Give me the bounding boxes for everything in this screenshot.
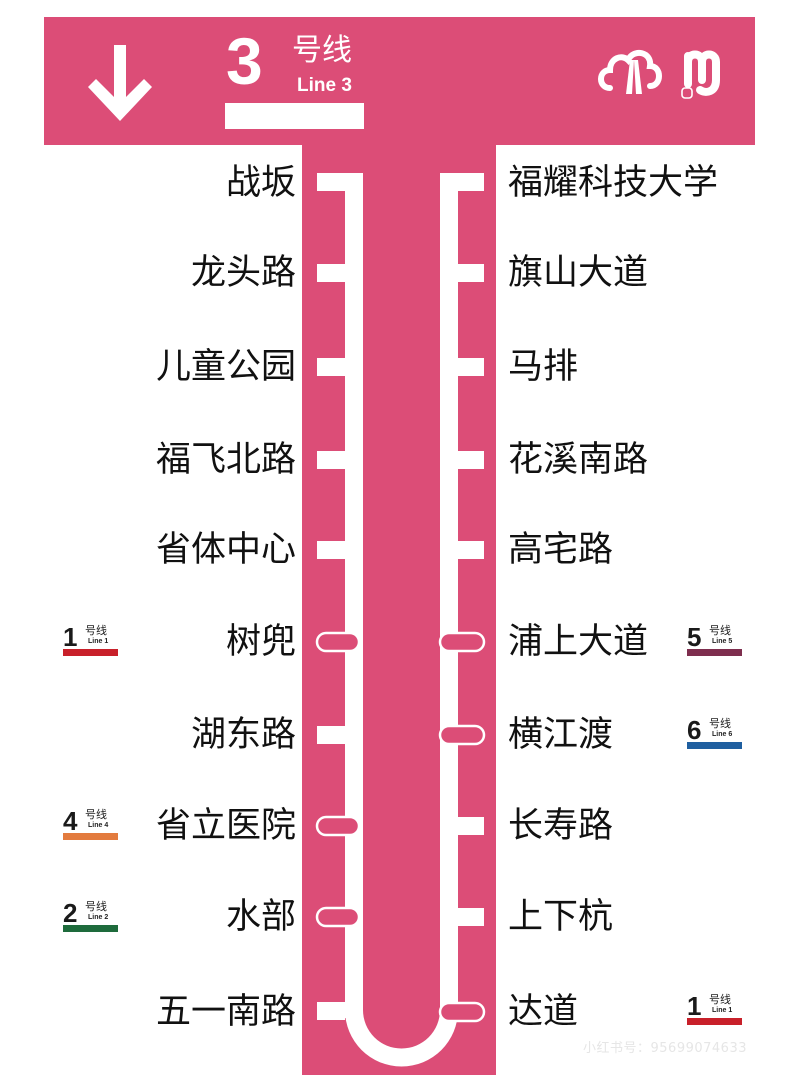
badge-color-bar [63, 925, 118, 932]
line-label-en: Line 3 [297, 75, 352, 96]
badge-label-cn: 号线 [85, 808, 107, 821]
station-mapai[interactable]: 马排 [508, 347, 579, 387]
station-pushangdadao[interactable]: 浦上大道 [508, 622, 649, 662]
station-shudou[interactable]: 树兜 [225, 622, 296, 662]
station-huaxinanlu[interactable]: 花溪南路 [508, 440, 649, 480]
station-dadao[interactable]: 达道 [508, 992, 579, 1032]
line-color-bar [225, 103, 364, 129]
badge-label-en: Line 5 [712, 638, 733, 645]
badge-label-cn: 号线 [85, 624, 107, 637]
station-hengjiangdu[interactable]: 横江渡 [508, 715, 614, 755]
station-hudonglu[interactable]: 湖东路 [190, 715, 296, 755]
badge-color-bar [63, 649, 118, 656]
badge-color-bar [63, 833, 118, 840]
station-shenglivyiyuan[interactable]: 省立医院 [155, 806, 296, 846]
station-changshoulu[interactable]: 长寿路 [508, 806, 614, 846]
badge-label-en: Line 6 [712, 731, 733, 738]
badge-label-cn: 号线 [709, 993, 731, 1006]
badge-label-en: Line 1 [88, 638, 109, 645]
line-number: 3 [226, 24, 263, 98]
station-qishandadao[interactable]: 旗山大道 [508, 253, 649, 293]
line-label-cn: 号线 [292, 33, 352, 68]
station-gaozhailu[interactable]: 高宅路 [508, 530, 614, 570]
badge-number: 4 [63, 806, 78, 836]
fuzhou-metro-logo-icon [598, 49, 720, 99]
transfer-badge-line-6[interactable]: 6 号线 Line 6 [687, 715, 743, 752]
transfer-badge-line-5[interactable]: 5 号线 Line 5 [687, 622, 743, 659]
badge-color-bar [687, 742, 742, 749]
badge-label-cn: 号线 [85, 900, 107, 913]
transfer-badge-line-4[interactable]: 4 号线 Line 4 [63, 806, 119, 843]
transfer-badge-line-1[interactable]: 1 号线 Line 1 [63, 622, 119, 659]
badge-color-bar [687, 1018, 742, 1025]
badge-number: 6 [687, 715, 702, 745]
station-fuyaokejidaxue[interactable]: 福耀科技大学 [508, 163, 719, 203]
station-ertonggongyuan[interactable]: 儿童公园 [155, 347, 296, 387]
badge-number: 2 [63, 898, 78, 928]
down-arrow-icon [88, 45, 152, 121]
watermark: 小红书号：95699074633 [583, 1041, 747, 1056]
badge-label-en: Line 2 [88, 914, 109, 921]
badge-color-bar [687, 649, 742, 656]
badge-number: 5 [687, 622, 702, 652]
badge-number: 1 [687, 991, 702, 1021]
badge-label-cn: 号线 [709, 624, 731, 637]
station-shangxiahang[interactable]: 上下杭 [508, 897, 614, 937]
badge-number: 1 [63, 622, 78, 652]
station-zhanban[interactable]: 战坂 [225, 163, 296, 203]
badge-label-en: Line 1 [712, 1007, 733, 1014]
station-wuyinanlu[interactable]: 五一南路 [155, 992, 296, 1032]
transfer-badge-line-2[interactable]: 2 号线 Line 2 [63, 898, 119, 935]
station-longtoulu[interactable]: 龙头路 [190, 253, 296, 293]
transfer-badge-line-1-dadao[interactable]: 1 号线 Line 1 [687, 991, 743, 1028]
badge-label-en: Line 4 [88, 822, 109, 829]
badge-label-cn: 号线 [709, 717, 731, 730]
station-shuibu[interactable]: 水部 [225, 897, 296, 937]
station-shengtizhongxin[interactable]: 省体中心 [155, 530, 296, 570]
station-fufeibeilu[interactable]: 福飞北路 [155, 440, 296, 480]
